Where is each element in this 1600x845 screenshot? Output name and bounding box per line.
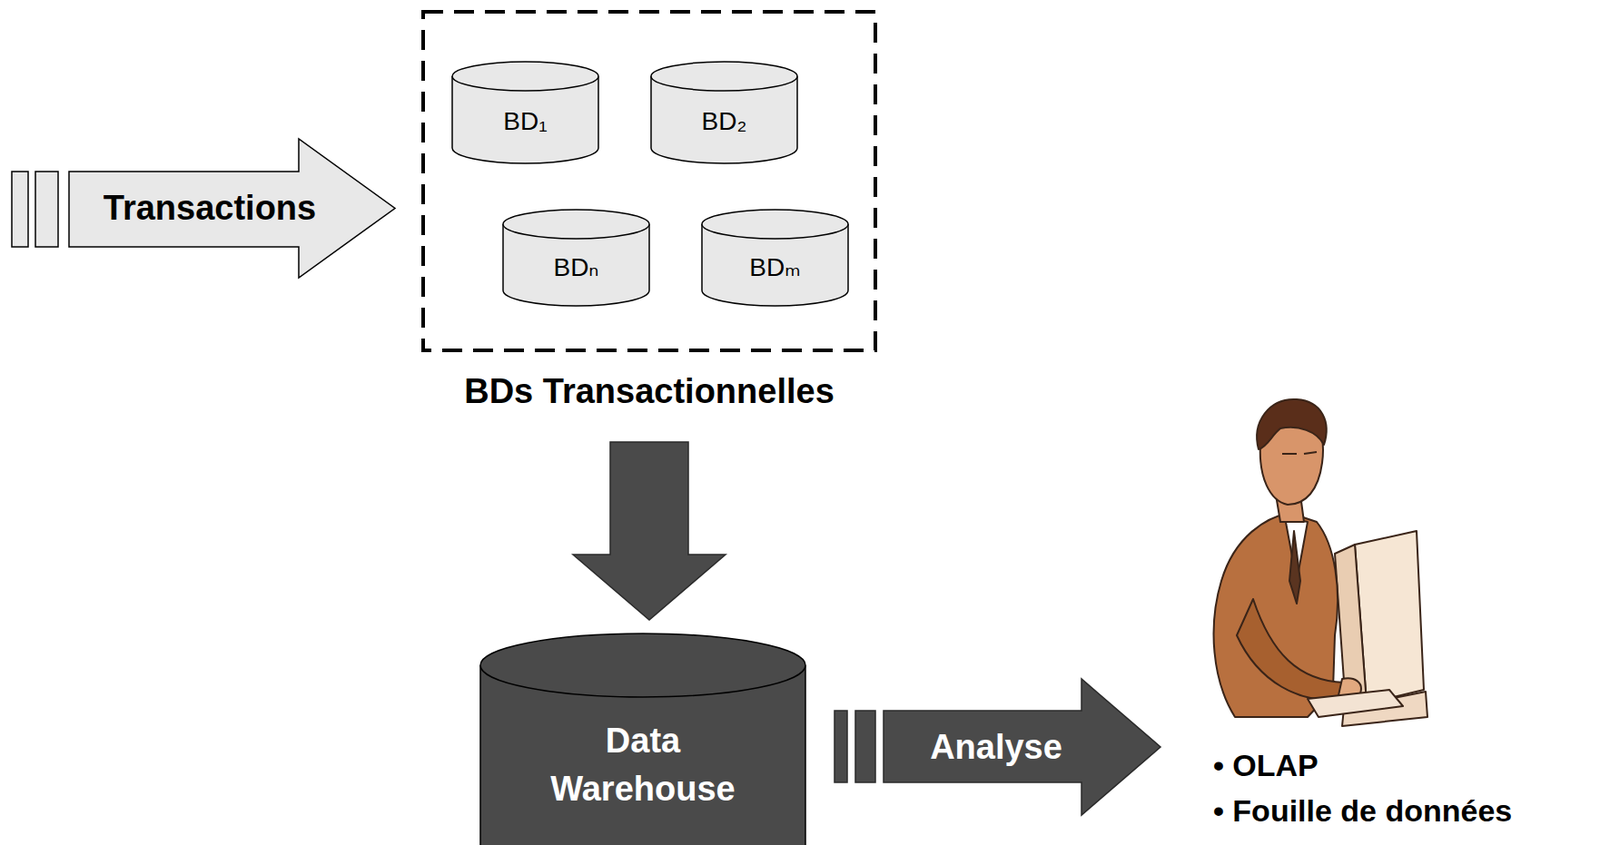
arrow-tail-bar xyxy=(11,171,29,247)
database-cylinder: BD₁ xyxy=(451,60,600,164)
bullet-list: • OLAP• Fouille de données xyxy=(1213,742,1512,834)
warehouse-cylinder: Data Warehouse xyxy=(479,632,807,845)
analyst-illustration xyxy=(1214,399,1428,727)
arrow-tail-bar xyxy=(834,711,848,783)
node-label: Analyse xyxy=(929,728,1063,768)
node-label: BDₙ xyxy=(553,252,599,283)
database-group: BD₁ BD₂ BDₙ BDₘBDs Transactionnelles xyxy=(421,9,878,415)
database-cylinder: BDₘ xyxy=(701,208,850,307)
node-label: BD₂ xyxy=(701,107,748,137)
hair xyxy=(1256,399,1326,450)
node-label: BDₘ xyxy=(749,252,800,283)
block-arrow xyxy=(883,679,1161,816)
block-arrow-connector xyxy=(572,442,726,621)
arrow-tail-bar xyxy=(35,171,59,247)
bullet-item: • Fouille de données xyxy=(1213,788,1512,834)
database-cylinder: BD₂ xyxy=(650,60,799,164)
keyboard xyxy=(1307,690,1403,718)
arm xyxy=(1236,599,1349,701)
eyes xyxy=(1282,452,1317,455)
dashed-border xyxy=(423,11,876,351)
cylinder-top xyxy=(651,61,798,91)
cylinder-top xyxy=(701,209,849,239)
database-cylinder: BDₙ xyxy=(502,208,651,307)
arrow-tail-bar xyxy=(855,711,876,783)
input-block-arrow: Transactions xyxy=(11,138,396,279)
node-label: Data Warehouse xyxy=(529,717,757,814)
bullet-item: • OLAP xyxy=(1213,742,1512,789)
cylinder-top xyxy=(452,61,599,91)
block-arrow xyxy=(69,138,396,278)
analysis-block-arrow: Analyse xyxy=(834,678,1161,817)
node-label: BD₁ xyxy=(503,107,547,137)
node-label: Transactions xyxy=(103,188,317,228)
cylinder-top xyxy=(503,209,650,239)
tie xyxy=(1289,531,1301,604)
cylinder-top xyxy=(480,633,806,698)
group-heading: BDs Transactionnelles xyxy=(464,372,835,412)
